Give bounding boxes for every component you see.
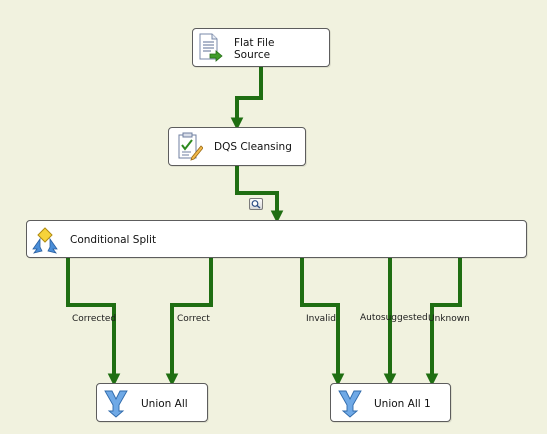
path-correct[interactable] xyxy=(165,257,213,387)
union-all-1-component[interactable]: Union All 1 xyxy=(330,383,451,422)
path-corrected[interactable] xyxy=(66,257,121,387)
path-label-correct[interactable]: Correct xyxy=(177,314,210,324)
path-unknown[interactable] xyxy=(425,257,462,387)
dqs-cleansing-icon xyxy=(175,132,204,161)
conditional-split-component[interactable]: Conditional Split xyxy=(26,220,527,258)
dqs-cleansing-component[interactable]: DQS Cleansing xyxy=(168,127,306,166)
flat-file-source-label-line2: Source xyxy=(234,49,271,61)
path-label-unknown[interactable]: Unknown xyxy=(428,314,470,324)
path-invalid[interactable] xyxy=(300,257,345,387)
union-all-component[interactable]: Union All xyxy=(96,383,208,422)
conditional-split-label: Conditional Split xyxy=(70,234,157,246)
path-label-invalid[interactable]: Invalid xyxy=(306,314,336,324)
conditional-split-icon xyxy=(30,225,58,254)
path-flatfile-to-dqs[interactable] xyxy=(230,66,263,131)
path-label-autosuggested[interactable]: Autosuggested xyxy=(360,313,428,323)
dqs-cleansing-label: DQS Cleansing xyxy=(214,141,292,153)
union-all-label: Union All xyxy=(141,398,188,410)
flat-file-source-component[interactable]: Flat File Source xyxy=(192,28,330,67)
path-label-corrected[interactable]: Corrected xyxy=(72,314,117,324)
data-viewer-icon[interactable] xyxy=(249,198,263,210)
path-dqs-to-conditional-split[interactable] xyxy=(235,165,284,224)
flat-file-source-icon xyxy=(197,33,223,62)
union-all-icon xyxy=(337,388,363,418)
flat-file-source-label-line1: Flat File xyxy=(234,37,275,49)
union-all-1-label: Union All 1 xyxy=(374,398,431,410)
union-all-icon xyxy=(103,388,129,418)
